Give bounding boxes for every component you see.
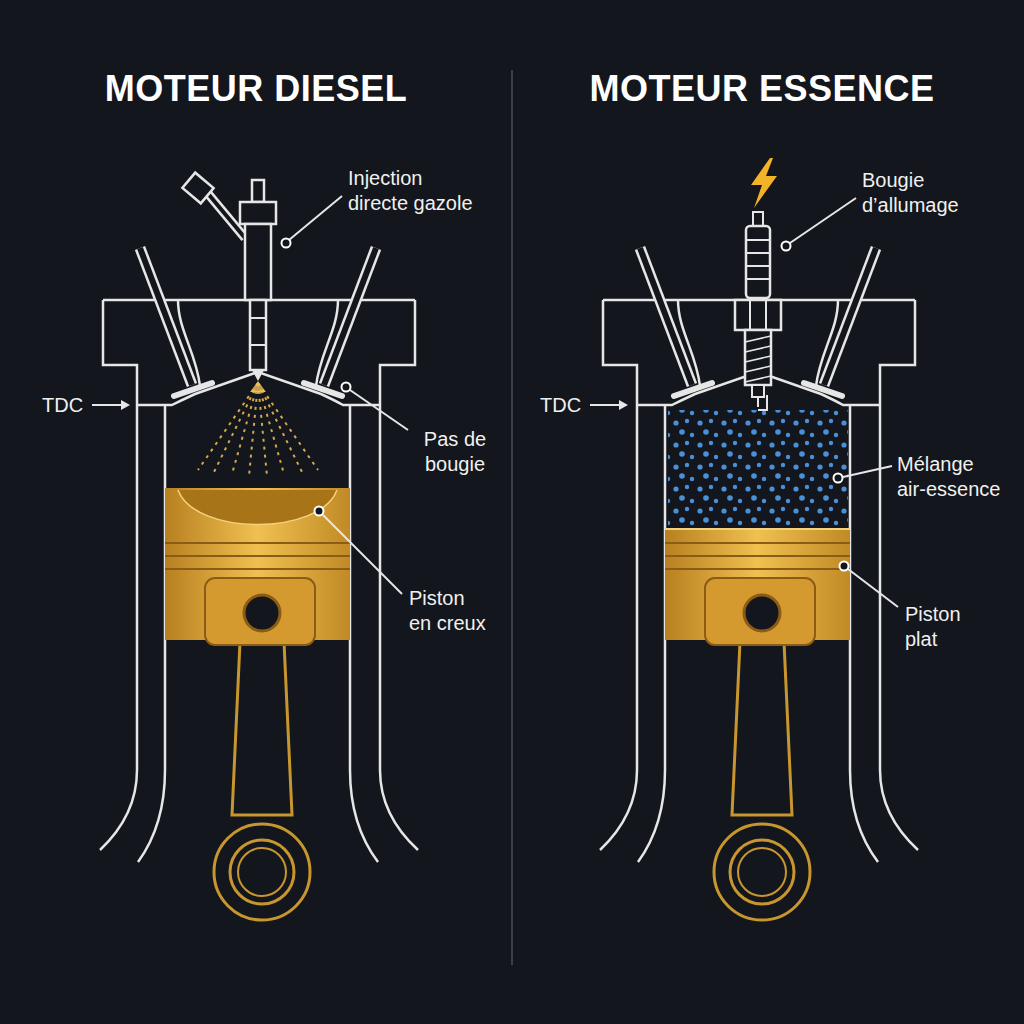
- part-label: Injection directe gazole: [348, 166, 480, 216]
- position-label: TDC: [42, 393, 92, 418]
- panel-heading: MOTEUR ESSENCE: [506, 66, 1018, 111]
- part-label: Piston en creux: [409, 586, 489, 636]
- part-label: Bougie d’allumage: [862, 168, 974, 218]
- position-label: TDC: [540, 393, 590, 418]
- panel-heading: MOTEUR DIESEL: [0, 66, 512, 111]
- part-label: Pas de bougie: [413, 427, 497, 477]
- part-label: Piston plat: [905, 602, 980, 652]
- part-label: Mélange air-essence: [897, 452, 1003, 502]
